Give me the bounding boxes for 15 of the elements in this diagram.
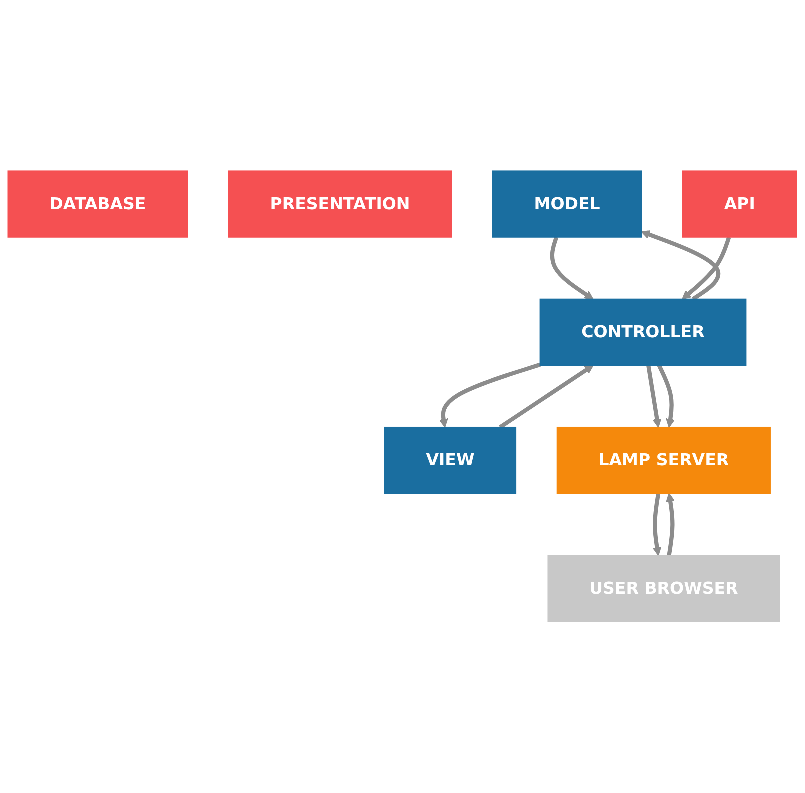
node-box: PRESENTATION <box>228 170 452 238</box>
node-box: LAMP SERVER <box>556 426 771 494</box>
node-box: CONTROLLER <box>540 298 747 366</box>
arrow <box>682 236 732 300</box>
node-box: VIEW <box>384 426 517 494</box>
arrow <box>550 236 594 300</box>
node-box: API <box>682 170 798 238</box>
arrow <box>652 493 662 556</box>
arrow <box>646 365 662 428</box>
arrow <box>499 365 594 430</box>
arrow <box>666 493 676 556</box>
arrow <box>657 364 676 428</box>
node-box: MODEL <box>492 170 642 238</box>
node-box: DATABASE <box>8 170 188 238</box>
arrow <box>439 362 541 428</box>
